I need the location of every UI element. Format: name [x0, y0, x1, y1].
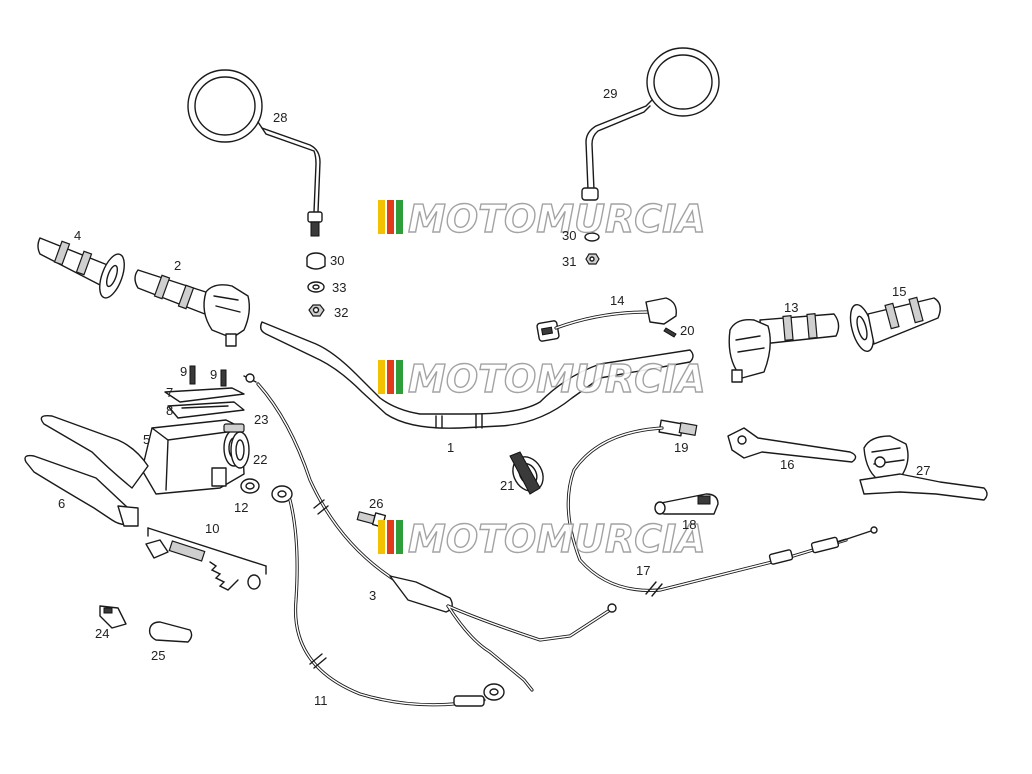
part-24 [99, 605, 127, 629]
label-11: 11 [314, 693, 328, 708]
left-grip [37, 237, 125, 299]
label-7: 7 [166, 385, 173, 400]
watermark-stripe-red [387, 360, 394, 394]
lever-16 [727, 427, 857, 463]
label-18: 18 [682, 517, 696, 532]
mirror-hardware-left [306, 252, 326, 317]
watermark-stripe-green [396, 520, 403, 554]
brake-lever-5 [40, 414, 149, 489]
part-labels: 1 2 3 4 5 6 7 8 9 9 10 11 12 13 14 15 16… [58, 86, 930, 708]
throttle-cable [243, 373, 617, 692]
label-10: 10 [205, 521, 219, 536]
label-33: 33 [332, 280, 346, 295]
watermark-stripe-green [396, 200, 403, 234]
watermark-stripe-yellow [378, 520, 385, 554]
label-19: 19 [674, 440, 688, 455]
lever-27 [859, 435, 988, 501]
watermark-stripe-red [387, 520, 394, 554]
label-6: 6 [58, 496, 65, 511]
label-12: 12 [234, 500, 248, 515]
hose-clamp [509, 451, 544, 495]
watermark-stripe-yellow [378, 360, 385, 394]
watermark-stripe-red [387, 200, 394, 234]
label-9a: 9 [180, 364, 187, 379]
watermark-1: MOTOMURCIA [378, 196, 706, 242]
mirror-hardware-right [584, 232, 600, 265]
label-26: 26 [369, 496, 383, 511]
right-grip [849, 296, 941, 353]
brake-hose [271, 485, 505, 707]
label-30b: 30 [562, 228, 576, 243]
label-27: 27 [916, 463, 930, 478]
label-23: 23 [254, 412, 268, 427]
right-grip-housing [728, 313, 840, 383]
piston-kit [145, 527, 267, 591]
label-4: 4 [74, 228, 81, 243]
label-5: 5 [143, 432, 150, 447]
label-21: 21 [500, 478, 514, 493]
label-22: 22 [253, 452, 267, 467]
watermark-text: MOTOMURCIA [408, 357, 706, 401]
label-17: 17 [636, 563, 650, 578]
watermark-text: MOTOMURCIA [408, 197, 706, 241]
label-25: 25 [151, 648, 165, 663]
label-24: 24 [95, 626, 109, 641]
label-9b: 9 [210, 367, 217, 382]
label-28: 28 [273, 110, 287, 125]
watermark-stripe-green [396, 360, 403, 394]
label-31: 31 [562, 254, 576, 269]
right-mirror [581, 47, 720, 201]
throttle-grip [134, 269, 251, 347]
left-mirror [187, 69, 323, 237]
label-8: 8 [166, 403, 173, 418]
watermark-2: MOTOMURCIA [378, 356, 706, 402]
washer-12 [240, 478, 260, 494]
label-14: 14 [610, 293, 624, 308]
clutch-cable [566, 419, 878, 597]
label-3: 3 [369, 588, 376, 603]
clutch-lever-6 [24, 454, 139, 527]
label-20: 20 [680, 323, 694, 338]
label-30a: 30 [330, 253, 344, 268]
label-2: 2 [174, 258, 181, 273]
handlebar [259, 321, 694, 429]
label-29: 29 [603, 86, 617, 101]
label-32: 32 [334, 305, 348, 320]
left-switch [536, 297, 677, 342]
watermark-stripe-yellow [378, 200, 385, 234]
watermark-text: MOTOMURCIA [408, 517, 706, 561]
brake-light-switch [223, 423, 250, 469]
label-13: 13 [784, 300, 798, 315]
watermark-3: MOTOMURCIA [378, 516, 706, 562]
label-16: 16 [780, 457, 794, 472]
part-25 [148, 621, 193, 643]
label-1: 1 [447, 440, 454, 455]
label-15: 15 [892, 284, 906, 299]
part-18 [654, 493, 719, 515]
